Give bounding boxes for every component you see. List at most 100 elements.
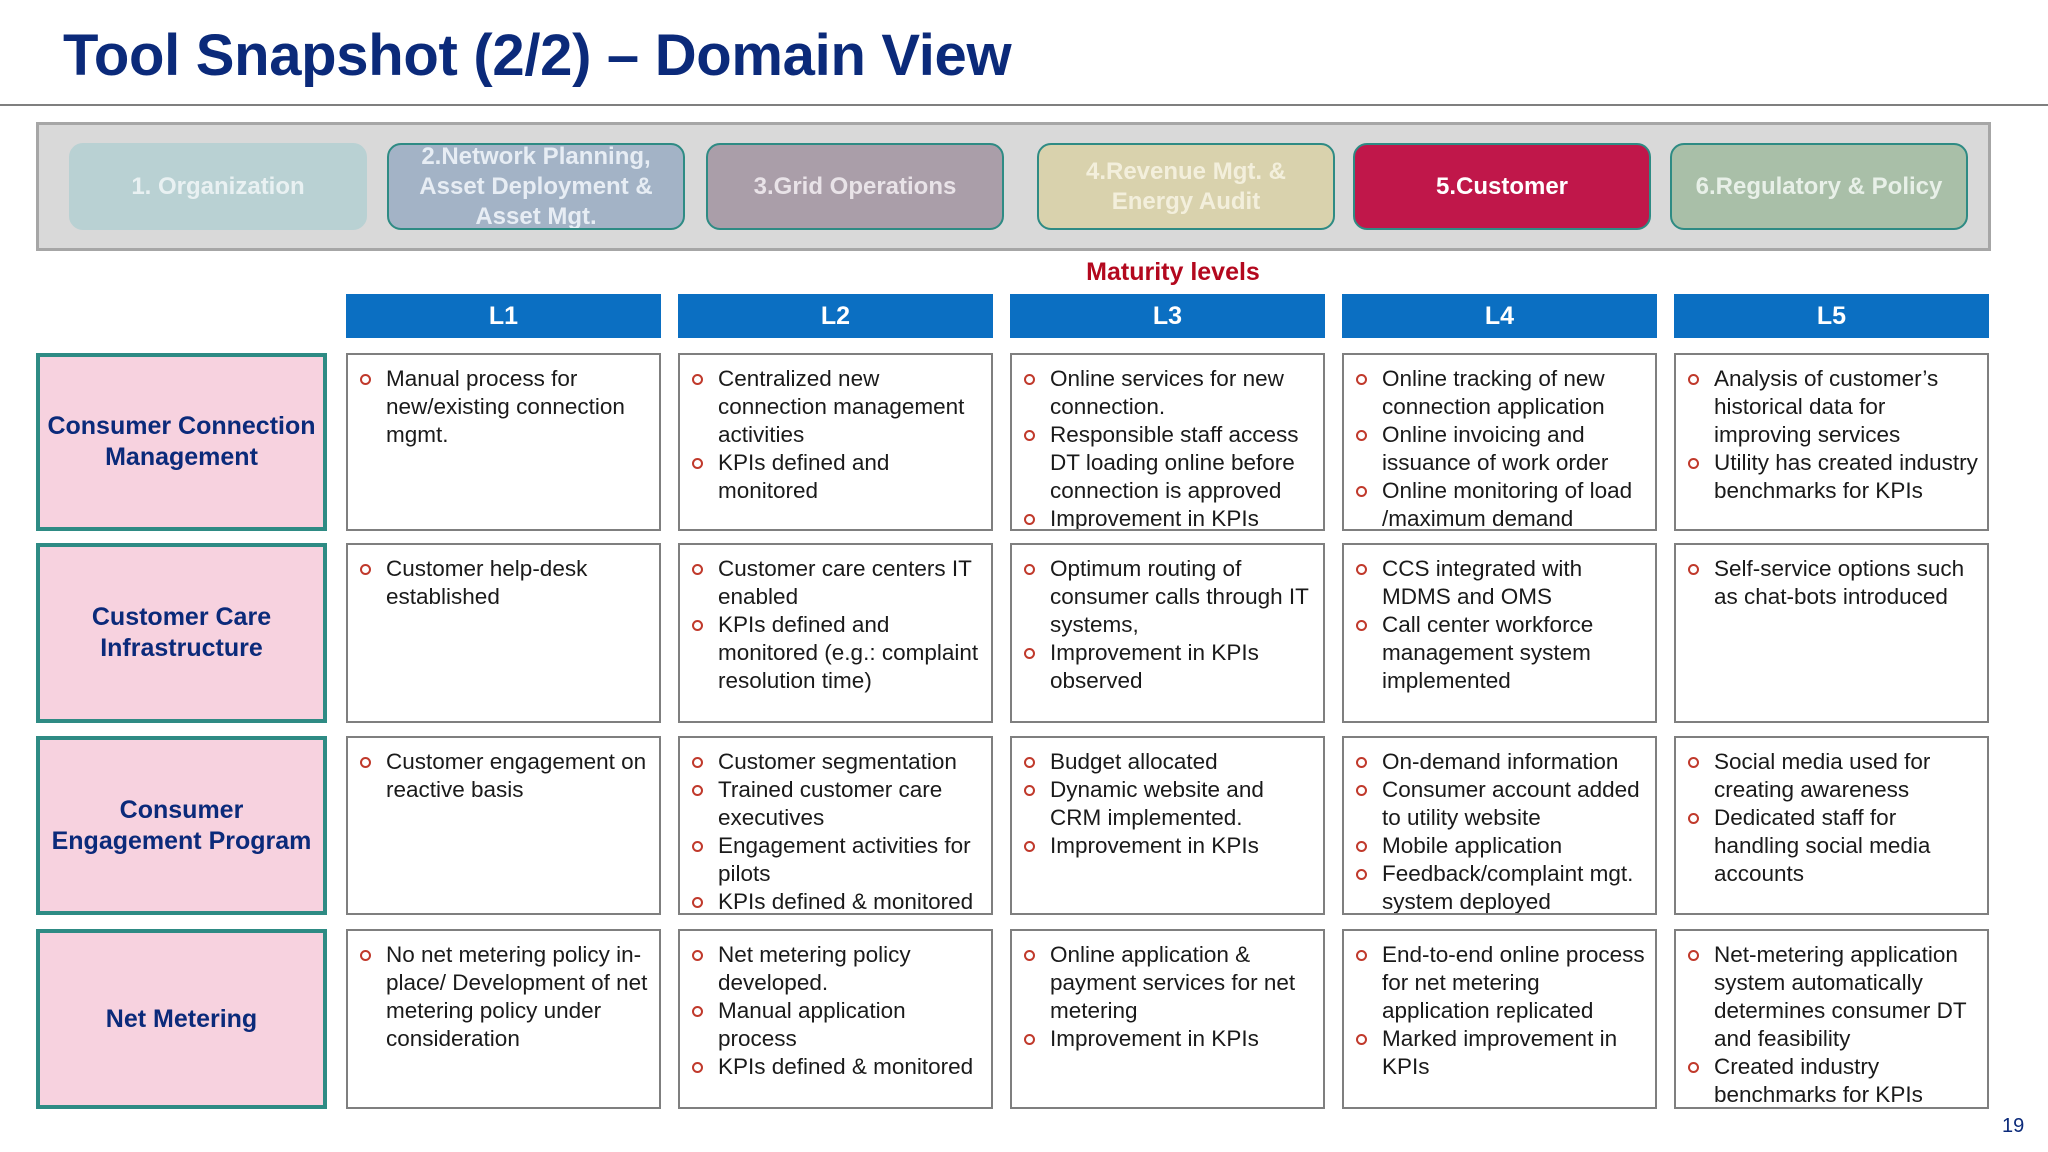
hollow-circle-bullet-icon xyxy=(1024,514,1035,525)
criteria-list: Optimum routing of consumer calls throug… xyxy=(1022,555,1317,695)
criteria-list: Social media used for creating awareness… xyxy=(1686,748,1981,888)
domain-tab-customer[interactable]: 5.Customer xyxy=(1353,143,1651,230)
domain-tab-network-planning[interactable]: 2.Network Planning, Asset Deployment & A… xyxy=(387,143,685,230)
hollow-circle-bullet-icon xyxy=(692,757,703,768)
criteria-text: Analysis of customer’s historical data f… xyxy=(1714,366,1939,447)
hollow-circle-bullet-icon xyxy=(360,757,371,768)
hollow-circle-bullet-icon xyxy=(1356,374,1367,385)
domain-tab-revenue-mgt[interactable]: 4.Revenue Mgt. & Energy Audit xyxy=(1037,143,1335,230)
hollow-circle-bullet-icon xyxy=(1024,841,1035,852)
criteria-text: Budget allocated xyxy=(1050,749,1218,774)
criteria-list: Analysis of customer’s historical data f… xyxy=(1686,365,1981,505)
row-label: Customer Care Infrastructure xyxy=(36,543,327,723)
hollow-circle-bullet-icon xyxy=(1356,950,1367,961)
criteria-text: Improvement in KPIs xyxy=(1050,833,1259,858)
list-item: End-to-end online process for net meteri… xyxy=(1354,941,1649,1025)
list-item: CCS integrated with MDMS and OMS xyxy=(1354,555,1649,611)
hollow-circle-bullet-icon xyxy=(1024,648,1035,659)
hollow-circle-bullet-icon xyxy=(1688,813,1699,824)
hollow-circle-bullet-icon xyxy=(360,374,371,385)
row-label: Consumer Connection Management xyxy=(36,353,327,531)
hollow-circle-bullet-icon xyxy=(692,564,703,575)
maturity-cell: Net-metering application system automati… xyxy=(1674,929,1989,1109)
hollow-circle-bullet-icon xyxy=(1356,430,1367,441)
list-item: Online monitoring of load /maximum deman… xyxy=(1354,477,1649,531)
list-item: Improvement in KPIs xyxy=(1022,505,1317,529)
list-item: Self-service options such as chat-bots i… xyxy=(1686,555,1981,611)
criteria-text: Self-service options such as chat-bots i… xyxy=(1714,556,1965,609)
list-item: On-demand information xyxy=(1354,748,1649,776)
hollow-circle-bullet-icon xyxy=(1688,757,1699,768)
level-header-l2: L2 xyxy=(678,294,993,338)
criteria-text: Online monitoring of load /maximum deman… xyxy=(1382,478,1633,531)
criteria-text: Manual process for new/existing connecti… xyxy=(386,366,625,447)
criteria-text: KPIs defined and monitored xyxy=(718,450,890,503)
list-item: Customer care centers IT enabled xyxy=(690,555,985,611)
criteria-text: KPIs defined & monitored xyxy=(718,1054,974,1079)
hollow-circle-bullet-icon xyxy=(692,841,703,852)
hollow-circle-bullet-icon xyxy=(1024,1034,1035,1045)
maturity-cell: Social media used for creating awareness… xyxy=(1674,736,1989,915)
maturity-cell: Online tracking of new connection applic… xyxy=(1342,353,1657,531)
hollow-circle-bullet-icon xyxy=(692,1006,703,1017)
maturity-cell: Customer engagement on reactive basis xyxy=(346,736,661,915)
title-divider xyxy=(0,104,2048,106)
list-item: KPIs defined and monitored (e.g.: compla… xyxy=(690,611,985,695)
domain-tab-organization[interactable]: 1. Organization xyxy=(69,143,367,230)
page-number: 19 xyxy=(2002,1115,2025,1137)
criteria-text: CCS integrated with MDMS and OMS xyxy=(1382,556,1583,609)
list-item: Online tracking of new connection applic… xyxy=(1354,365,1649,421)
criteria-text: Customer segmentation xyxy=(718,749,957,774)
hollow-circle-bullet-icon xyxy=(1356,757,1367,768)
list-item: No net metering policy in-place/ Develop… xyxy=(358,941,653,1053)
hollow-circle-bullet-icon xyxy=(1688,374,1699,385)
criteria-text: Centralized new connection management ac… xyxy=(718,366,965,447)
list-item: Responsible staff access DT loading onli… xyxy=(1022,421,1317,505)
hollow-circle-bullet-icon xyxy=(1688,458,1699,469)
maturity-cell: Online application & payment services fo… xyxy=(1010,929,1325,1109)
hollow-circle-bullet-icon xyxy=(1356,564,1367,575)
maturity-cell: Centralized new connection management ac… xyxy=(678,353,993,531)
criteria-text: On-demand information xyxy=(1382,749,1619,774)
criteria-text: No net metering policy in-place/ Develop… xyxy=(386,942,648,1051)
criteria-text: Dynamic website and CRM implemented. xyxy=(1050,777,1264,830)
hollow-circle-bullet-icon xyxy=(1024,757,1035,768)
row-label: Consumer Engagement Program xyxy=(36,736,327,915)
list-item: Trained customer care executives xyxy=(690,776,985,832)
hollow-circle-bullet-icon xyxy=(1688,950,1699,961)
criteria-text: Responsible staff access DT loading onli… xyxy=(1050,422,1299,503)
list-item: Customer help-desk established xyxy=(358,555,653,611)
list-item: KPIs defined and monitored xyxy=(690,449,985,505)
maturity-cell: No net metering policy in-place/ Develop… xyxy=(346,929,661,1109)
criteria-text: Dedicated staff for handling social medi… xyxy=(1714,805,1931,886)
hollow-circle-bullet-icon xyxy=(1024,430,1035,441)
list-item: Optimum routing of consumer calls throug… xyxy=(1022,555,1317,639)
list-item: Online application & payment services fo… xyxy=(1022,941,1317,1025)
level-header-l5: L5 xyxy=(1674,294,1989,338)
criteria-list: Manual process for new/existing connecti… xyxy=(358,365,653,449)
hollow-circle-bullet-icon xyxy=(692,897,703,908)
criteria-list: Centralized new connection management ac… xyxy=(690,365,985,505)
list-item: Manual process for new/existing connecti… xyxy=(358,365,653,449)
hollow-circle-bullet-icon xyxy=(692,620,703,631)
criteria-list: Online application & payment services fo… xyxy=(1022,941,1317,1053)
criteria-text: Optimum routing of consumer calls throug… xyxy=(1050,556,1309,637)
criteria-text: Consumer account added to utility websit… xyxy=(1382,777,1640,830)
domain-tab-grid-operations[interactable]: 3.Grid Operations xyxy=(706,143,1004,230)
list-item: Improvement in KPIs observed xyxy=(1022,639,1317,695)
criteria-text: Improvement in KPIs observed xyxy=(1050,640,1259,693)
criteria-text: Feedback/complaint mgt. system deployed xyxy=(1382,861,1634,914)
list-item: Social media used for creating awareness xyxy=(1686,748,1981,804)
list-item: KPIs defined & monitored xyxy=(690,1053,985,1081)
list-item: Feedback/complaint mgt. system deployed xyxy=(1354,860,1649,914)
criteria-text: Mobile application xyxy=(1382,833,1563,858)
list-item: Mobile application xyxy=(1354,832,1649,860)
hollow-circle-bullet-icon xyxy=(360,950,371,961)
domain-tab-regulatory-policy[interactable]: 6.Regulatory & Policy xyxy=(1670,143,1968,230)
hollow-circle-bullet-icon xyxy=(1356,785,1367,796)
